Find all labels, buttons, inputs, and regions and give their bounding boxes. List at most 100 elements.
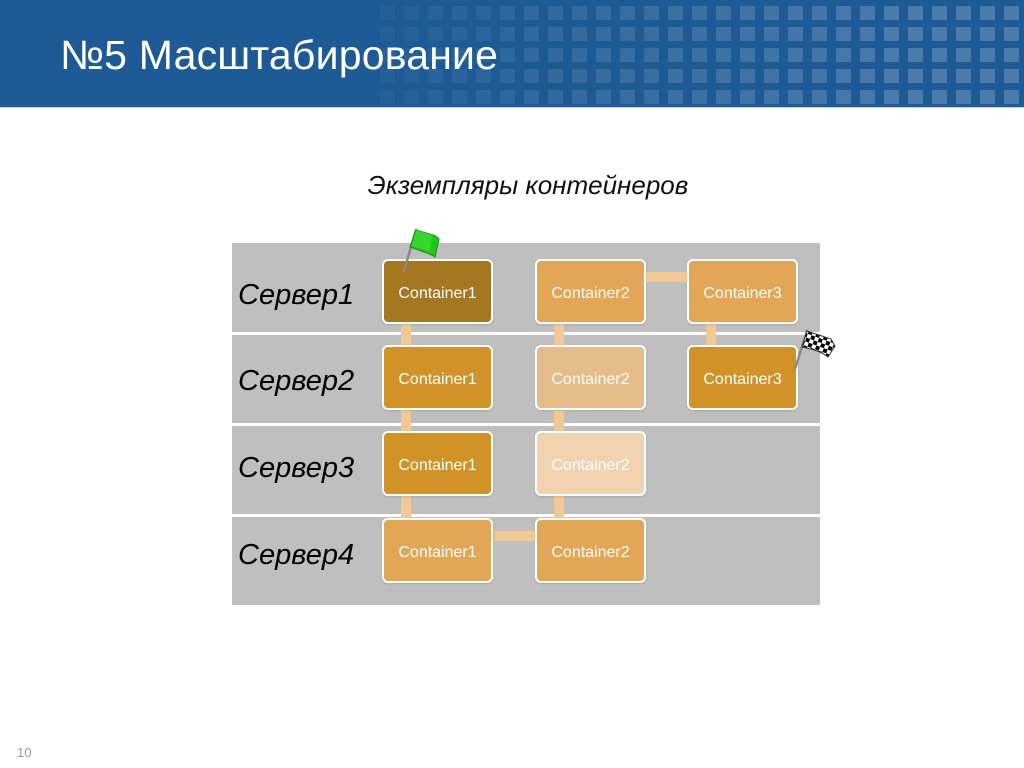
header-tile [956,69,971,83]
header-tile [1004,27,1019,41]
header-tile [860,27,875,41]
header-tile [932,69,947,83]
header-tile [500,69,515,83]
header-tile [884,6,899,20]
header-tile [788,69,803,83]
header-tile [668,90,683,104]
header-tile [620,6,635,20]
header-tile [764,69,779,83]
header-tile [860,69,875,83]
header-tile [908,27,923,41]
header-tile [1004,48,1019,62]
header-tile [572,90,587,104]
header-tile [836,48,851,62]
header-tile [548,90,563,104]
header-tile [812,90,827,104]
connector [401,323,411,353]
header-tile [692,69,707,83]
header-tile [764,90,779,104]
server-label-1: Сервер1 [238,279,355,311]
header-tile [572,69,587,83]
header-tile [596,27,611,41]
header-tile [548,27,563,41]
header-tile [644,69,659,83]
header-tile [740,27,755,41]
header-tile [452,69,467,83]
header-tile [812,6,827,20]
header-tile [428,69,443,83]
header-tile [740,48,755,62]
header-tile [572,48,587,62]
header-tile [404,6,419,20]
header-tile [500,90,515,104]
header-tile [644,6,659,20]
page-number: 10 [17,745,32,760]
header-tile [956,90,971,104]
header-tile [548,69,563,83]
connector [554,409,564,439]
header-tile [860,6,875,20]
header-tile [836,27,851,41]
header-tile [524,48,539,62]
header-tile [884,27,899,41]
header-tile [788,90,803,104]
header-tile [500,27,515,41]
header-tile [452,90,467,104]
header-tile [596,48,611,62]
header-tile [860,48,875,62]
header-tile [932,90,947,104]
header-tile [620,27,635,41]
header-tile [476,90,491,104]
header-tile [572,27,587,41]
header-tile [980,27,995,41]
header-tile [476,48,491,62]
header-tile [692,6,707,20]
header-tile [596,90,611,104]
checkered-flag-icon [793,329,836,371]
header-tile [716,48,731,62]
connector [494,531,540,541]
container-box: Container1 [382,431,493,496]
header-tile [524,90,539,104]
connector [554,496,564,526]
container-box: Container1 [382,345,493,410]
header-tile [428,6,443,20]
header-tile [932,27,947,41]
header-tile [908,6,923,20]
header-tile [716,90,731,104]
header-tile [620,69,635,83]
header-tile [980,69,995,83]
header-tile [380,48,395,62]
header-tile [884,48,899,62]
header-tile [668,48,683,62]
header-tile [788,6,803,20]
header-tile [908,90,923,104]
header-tile [452,27,467,41]
header-tile [764,6,779,20]
header-tile [740,69,755,83]
header-tile [860,90,875,104]
header-tile [764,27,779,41]
header-tile [812,27,827,41]
header-tile [908,48,923,62]
server-label-3: Сервер3 [238,452,355,484]
header-tile [596,69,611,83]
header-tile [932,48,947,62]
header-tile [380,69,395,83]
header-tile [740,6,755,20]
header-tile [980,90,995,104]
container-box: Container2 [535,431,646,496]
container-box: Container3 [687,345,798,410]
header-tile [812,48,827,62]
header-tile [956,6,971,20]
header-tile [380,90,395,104]
header-tile [980,6,995,20]
header-tile [548,6,563,20]
connector [706,323,716,353]
header-tile [980,48,995,62]
header-tile [380,27,395,41]
header-tile [788,27,803,41]
header-tile [524,27,539,41]
header-tile [788,48,803,62]
header-tile [716,69,731,83]
